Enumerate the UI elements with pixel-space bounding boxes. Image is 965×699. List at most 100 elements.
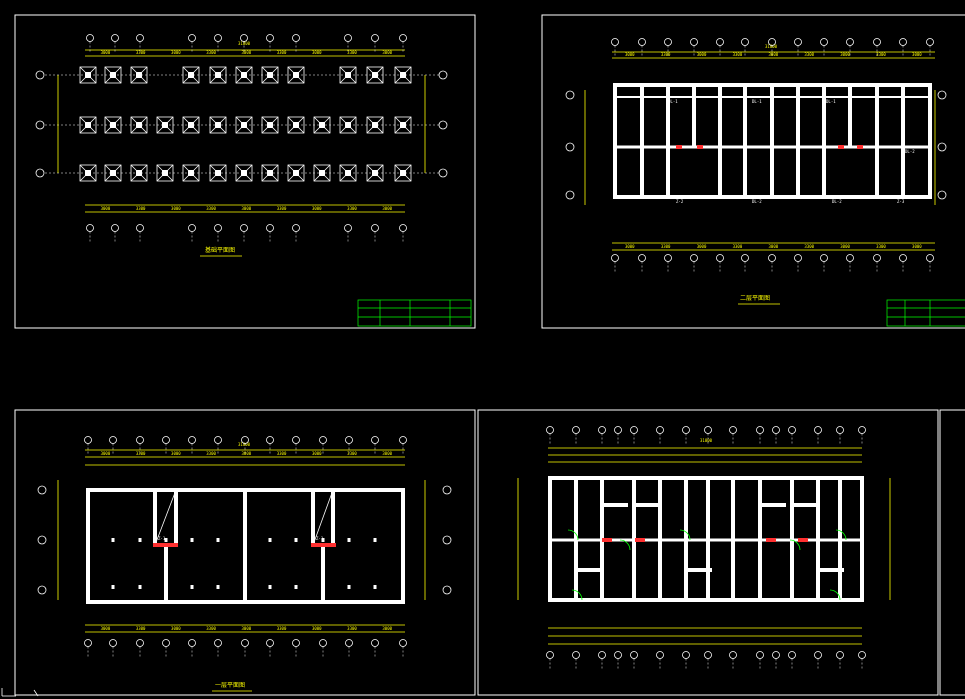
grid-bubble [772, 426, 780, 434]
column-stub [267, 122, 273, 128]
column-stub [372, 122, 378, 128]
footing [261, 66, 279, 84]
dim-segment-label: 3300 [206, 451, 216, 456]
dim-segment-label: 3300 [136, 451, 146, 456]
column-marker [401, 585, 405, 589]
sheet-architectural-plan: 31800 [477, 409, 965, 696]
column-stub [267, 170, 273, 176]
column-stub [241, 170, 247, 176]
footing [261, 116, 279, 134]
grid-bubble [214, 224, 222, 232]
grid-bubble [630, 651, 638, 659]
column-stub [188, 170, 194, 176]
grid-bubble [214, 34, 222, 42]
sheet-frame [14, 409, 476, 696]
footing [182, 66, 200, 84]
grid-bubble [188, 34, 196, 42]
dim-segment-label: 3000 [101, 206, 111, 211]
column-marker [216, 585, 220, 589]
column-stub [85, 170, 91, 176]
dim-segment-label: 3000 [382, 626, 392, 631]
grid-bubble [136, 436, 144, 444]
dim-total: 31800 [700, 438, 713, 443]
grid-bubble [109, 639, 117, 647]
grid-bubble [690, 254, 698, 262]
grid-bubble [846, 254, 854, 262]
column-stub [136, 72, 142, 78]
grid-bubble [371, 436, 379, 444]
column-stub [136, 170, 142, 176]
column-stub [319, 170, 325, 176]
grid-bubble [794, 254, 802, 262]
grid-bubble [741, 38, 749, 46]
grid-bubble [546, 426, 554, 434]
dim-segment-label: 3300 [277, 206, 287, 211]
grid-bubble [794, 38, 802, 46]
dim-segment-label: 3000 [101, 50, 111, 55]
grid-bubble [682, 426, 690, 434]
grid-bubble [292, 436, 300, 444]
dim-total: 31800 [238, 41, 251, 46]
footing [209, 66, 227, 84]
dim-segment-label: 3000 [840, 244, 850, 249]
grid-bubble [690, 38, 698, 46]
grid-bubble [162, 639, 170, 647]
grid-bubble [656, 651, 664, 659]
footing [366, 116, 384, 134]
grid-bubble [873, 38, 881, 46]
dim-segment-label: 3000 [312, 451, 322, 456]
grid-bubble [399, 639, 407, 647]
grid-bubble [344, 224, 352, 232]
grid-bubble [292, 34, 300, 42]
dim-segment-label: 3300 [804, 244, 814, 249]
dim-segment-label: 3300 [347, 50, 357, 55]
grid-bubble [926, 38, 934, 46]
grid-bubble [664, 254, 672, 262]
beam-label: DL-2 [832, 199, 842, 204]
grid-bubble [611, 254, 619, 262]
column-stub [85, 122, 91, 128]
dim-segment-label: 3000 [697, 244, 707, 249]
beam-label: Z-2 [676, 199, 684, 204]
grid-bubble [729, 426, 737, 434]
sheet-frame [541, 14, 965, 329]
footing [366, 164, 384, 182]
grid-bubble [266, 436, 274, 444]
footing [339, 164, 357, 182]
footing [313, 164, 331, 182]
grid-bubble [768, 254, 776, 262]
grid-bubble [266, 34, 274, 42]
column-stub [188, 72, 194, 78]
dim-segment-label: 3000 [171, 451, 181, 456]
grid-bubble [611, 38, 619, 46]
footing [209, 164, 227, 182]
column-stub [241, 72, 247, 78]
grid-bubble [836, 426, 844, 434]
column-label: Z-1 [316, 536, 324, 541]
footing [104, 164, 122, 182]
grid-bubble [598, 651, 606, 659]
grid-bubble [84, 436, 92, 444]
grid-bubble [788, 426, 796, 434]
column-stub [85, 72, 91, 78]
dim-segment-label: 3300 [661, 244, 671, 249]
grid-bubble [858, 426, 866, 434]
grid-bubble [399, 224, 407, 232]
footing [287, 66, 305, 84]
footing [366, 66, 384, 84]
column-marker [294, 538, 298, 542]
footing [394, 116, 412, 134]
column-stub [293, 72, 299, 78]
grid-bubble [858, 651, 866, 659]
grid-bubble [638, 38, 646, 46]
column-stub [188, 122, 194, 128]
dim-segment-label: 3300 [206, 206, 216, 211]
footing [130, 164, 148, 182]
dim-segment-label: 3300 [733, 244, 743, 249]
column-stub [110, 170, 116, 176]
footing [156, 164, 174, 182]
grid-bubble [344, 34, 352, 42]
